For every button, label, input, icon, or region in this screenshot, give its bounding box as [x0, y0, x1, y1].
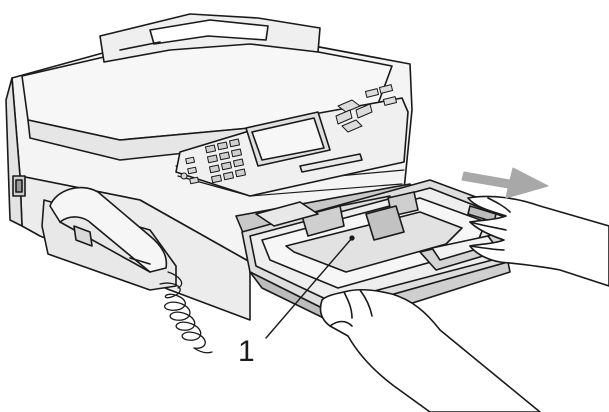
right-hand	[467, 195, 609, 287]
pull-direction-arrow	[461, 167, 549, 199]
control-panel	[175, 84, 409, 197]
handset-cord	[159, 271, 213, 354]
navigation-pad	[335, 84, 398, 133]
callout-leader-1	[265, 235, 355, 339]
callout-label-1: 1	[238, 335, 255, 368]
paper-tray	[235, 179, 523, 327]
keypad	[204, 138, 247, 184]
left-hand	[319, 289, 541, 412]
telephone-handset	[41, 186, 177, 291]
